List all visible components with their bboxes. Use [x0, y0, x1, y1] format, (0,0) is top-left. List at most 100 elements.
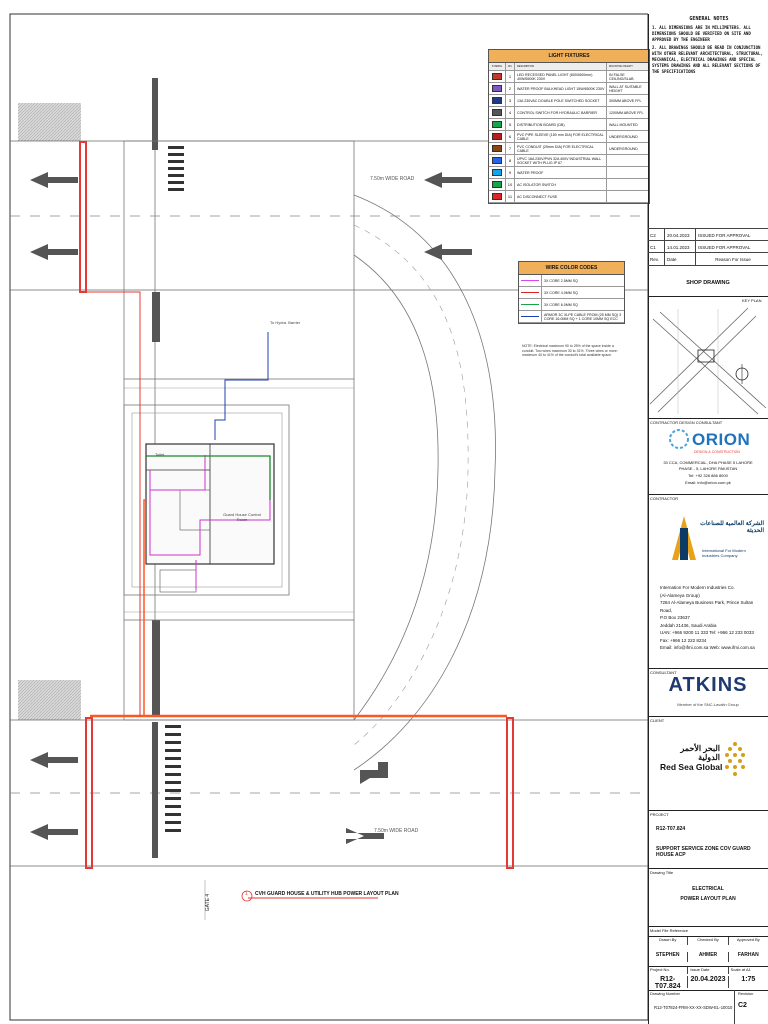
legend-loc	[607, 179, 649, 190]
drawing-number-label: Drawing Number	[650, 991, 681, 996]
project-label: PROJECT	[650, 812, 669, 817]
wire-desc: 3X CORE 6.0MM SQ	[544, 302, 578, 307]
orion-tagline: DESIGN & CONSTRUCTION	[694, 450, 740, 454]
contractor-design-label: CONTRACTOR DESIGN CONSULTANT	[650, 420, 723, 425]
meta-values: R12-T07.824 20.04.2023 1:75	[648, 976, 768, 990]
wire-swatch	[519, 275, 542, 286]
legend-symbol-icon	[489, 167, 506, 178]
legend-loc: 300MM ABOVE FFL	[609, 98, 642, 103]
revision-row-1: C2 20.04.2023 ISSUED FOR APPROVAL	[648, 228, 768, 241]
legend-num: 9	[506, 167, 515, 178]
wire-desc: ARMOR 3C XLPE CABLE FROM (25 MM SQ) 3 CO…	[544, 312, 622, 321]
gate-label: GATE 4	[205, 893, 212, 912]
legend-symbol-icon	[489, 131, 506, 142]
consultant-name: ATKINS	[668, 674, 748, 696]
legend-title: LIGHT FIXTURES	[489, 50, 649, 63]
legend-loc: WALL MOUNTED	[609, 122, 638, 127]
note-2: 2. ALL DRAWINGS SHOULD BE READ IN CONJUN…	[652, 45, 763, 74]
drawing-title-2: POWER LAYOUT PLAN	[680, 896, 736, 902]
legend-symbol-icon	[489, 143, 506, 154]
legend-loc: IN FALSE CEILING/SLAB	[609, 72, 634, 81]
power-layout-plan	[9, 13, 648, 1021]
legend-num: 4	[506, 107, 515, 118]
drawing-title-1: ELECTRICAL	[692, 886, 724, 892]
revision-row-2: C1 14.01.2023 ISSUED FOR APPROVAL	[648, 240, 768, 253]
legend-loc: 1200MM ABOVE FFL	[609, 110, 644, 115]
legend-symbol-icon	[489, 71, 506, 82]
wire-color-legend: WIRE COLOR CODES 3X CORE 2.5MM SQ 3X CORE…	[518, 261, 625, 324]
model-ref-label: Model File Reference	[650, 928, 689, 933]
wire-row: 3X CORE 6.0MM SQ	[519, 299, 624, 311]
legend-desc: CONTROL SWITCH FOR HYDRAULIC BARRIER	[515, 107, 607, 118]
project-title: SUPPORT SERVICE ZONE COV GUARD HOUSE ACP	[656, 846, 751, 858]
legend-symbol-icon	[489, 95, 506, 106]
legend-num: 6	[506, 131, 515, 142]
legend-desc: WATER PROOF BULKHEAD LIGHT 15W/6500K 230…	[515, 83, 607, 94]
legend-symbol-icon	[489, 179, 506, 190]
legend-loc: WALL AT SUITABLE HEIGHT	[609, 84, 642, 93]
legend-num: 11	[506, 191, 515, 202]
client-english: Red Sea Global	[660, 762, 723, 772]
legend-symbol-icon	[489, 119, 506, 130]
legend-symbol-icon	[489, 155, 506, 166]
legend-symbol-icon	[489, 83, 506, 94]
legend-desc: PVC CONDUIT (25mm DIA) FOR ELECTRICAL CA…	[515, 143, 607, 154]
revision-value: C2	[738, 1002, 747, 1009]
wire-swatch	[519, 299, 542, 310]
callout-barrier: To Hydra. Barrier	[270, 320, 301, 325]
wire-row: 3X CORE 4.0MM SQ	[519, 287, 624, 299]
legend-desc: DISTRIBUTION BOARD (DB)	[515, 119, 607, 130]
legend-num: 1	[506, 71, 515, 82]
project-code: R12-T07.824	[656, 826, 686, 832]
wire-swatch	[519, 287, 542, 298]
drawing-status: SHOP DRAWING	[686, 280, 730, 286]
key-plan-label: KEY PLAN	[742, 298, 762, 303]
people-values: STEPHEN AHMER FARHAN	[648, 952, 768, 962]
legend-desc: UPVC 16A 230V/PVN 32A 400V INDUSTRIAL WA…	[515, 155, 607, 166]
legend-loc: UNDERGROUND	[609, 146, 638, 151]
legend-loc	[607, 167, 649, 178]
consultant-label: CONSULTANT	[650, 670, 677, 675]
orion-email: Email: info@orion.com.pk	[685, 480, 731, 485]
orion-logo	[669, 429, 689, 449]
legend-num: 5	[506, 119, 515, 130]
wire-legend-title: WIRE COLOR CODES	[519, 262, 624, 275]
plan-title-number: 1	[245, 891, 248, 897]
consultant-tag: Member of the SNC-Lavalin Group	[677, 702, 739, 707]
legend-symbol-icon	[489, 191, 506, 202]
room-label-toilet: Toilet	[155, 452, 165, 457]
wire-desc: 3X CORE 2.5MM SQ	[544, 278, 578, 283]
wire-row: ARMOR 3C XLPE CABLE FROM (25 MM SQ) 3 CO…	[519, 311, 624, 323]
legend-header-row: SYMBOL NO. DESCRIPTION MOUNTING HEIGHT	[489, 63, 649, 71]
legend-num: 3	[506, 95, 515, 106]
wire-desc: 3X CORE 4.0MM SQ	[544, 290, 578, 295]
orion-tel: Tel: +92 326 886 8000	[688, 473, 728, 478]
wire-swatch	[519, 311, 542, 322]
room-label: Guard House Control Room	[223, 512, 261, 522]
wire-row: 3X CORE 2.5MM SQ	[519, 275, 624, 287]
road-label-top: 7.50m WIDE ROAD	[370, 176, 415, 182]
legend-desc: 13A 230VAC DOUBLE POLE SWITCHED SOCKET	[515, 95, 607, 106]
people-headers: Drawn By Checked By Approved By	[648, 937, 768, 945]
key-plan	[649, 307, 767, 415]
contractor-english: International For Modern Industries Comp…	[702, 548, 746, 558]
contractor-arabic: الشركة العالمية للصناعات الحديثة	[700, 521, 764, 534]
client-label: CLIENT	[650, 718, 665, 723]
legend-desc: AC DISCONNECT FUSE	[515, 191, 607, 202]
contractor-logo	[672, 516, 696, 560]
hatched-area-bottom	[18, 680, 81, 720]
title-block	[648, 14, 768, 1024]
drawing-title-label: Drawing Title	[650, 870, 674, 875]
revision-header: Rev. Date Reason For Issue	[648, 252, 768, 266]
